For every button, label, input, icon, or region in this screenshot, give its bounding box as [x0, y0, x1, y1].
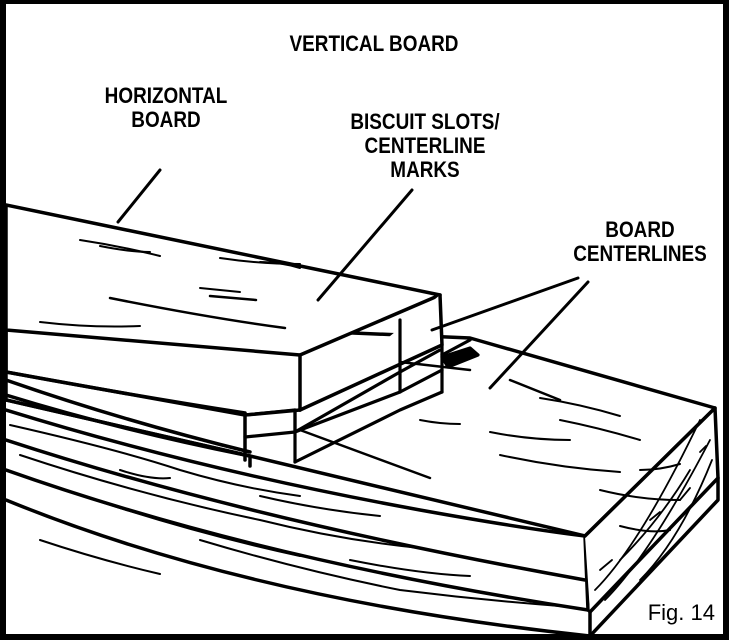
label-biscuit-slots: BISCUIT SLOTS/ CENTERLINE MARKS [335, 110, 516, 182]
horizontal-board-grain [39, 239, 301, 328]
label-horizontal-board-line-2: BOARD [131, 107, 201, 132]
label-biscuit-slots-line-1: BISCUIT SLOTS/ [350, 109, 500, 134]
end-grain [594, 419, 713, 601]
joint-end-faces [243, 318, 480, 464]
label-horizontal-board-line-1: HORIZONTAL [104, 83, 228, 108]
vertical-board-grain [9, 424, 561, 607]
figure-number: Fig. 14 [647, 600, 715, 625]
vertical-board-top-grain [419, 397, 681, 533]
label-board-centerlines-line-1: BOARD [605, 217, 675, 242]
label-board-centerlines-line-2: CENTERLINES [573, 241, 707, 266]
label-board-centerlines: BOARD CENTERLINES [563, 218, 718, 266]
label-vertical-board: VERTICAL BOARD [254, 32, 495, 56]
vertical-board-centerlines [298, 360, 562, 480]
label-horizontal-board: HORIZONTAL BOARD [89, 84, 244, 132]
horizontal-board-centerline [108, 294, 287, 330]
vertical-board [6, 316, 720, 634]
leader-lines [116, 168, 590, 390]
label-biscuit-slots-line-2: CENTERLINE [364, 133, 486, 158]
label-biscuit-slots-line-3: MARKS [390, 157, 460, 182]
label-vertical-board-text: VERTICAL BOARD [289, 31, 459, 56]
